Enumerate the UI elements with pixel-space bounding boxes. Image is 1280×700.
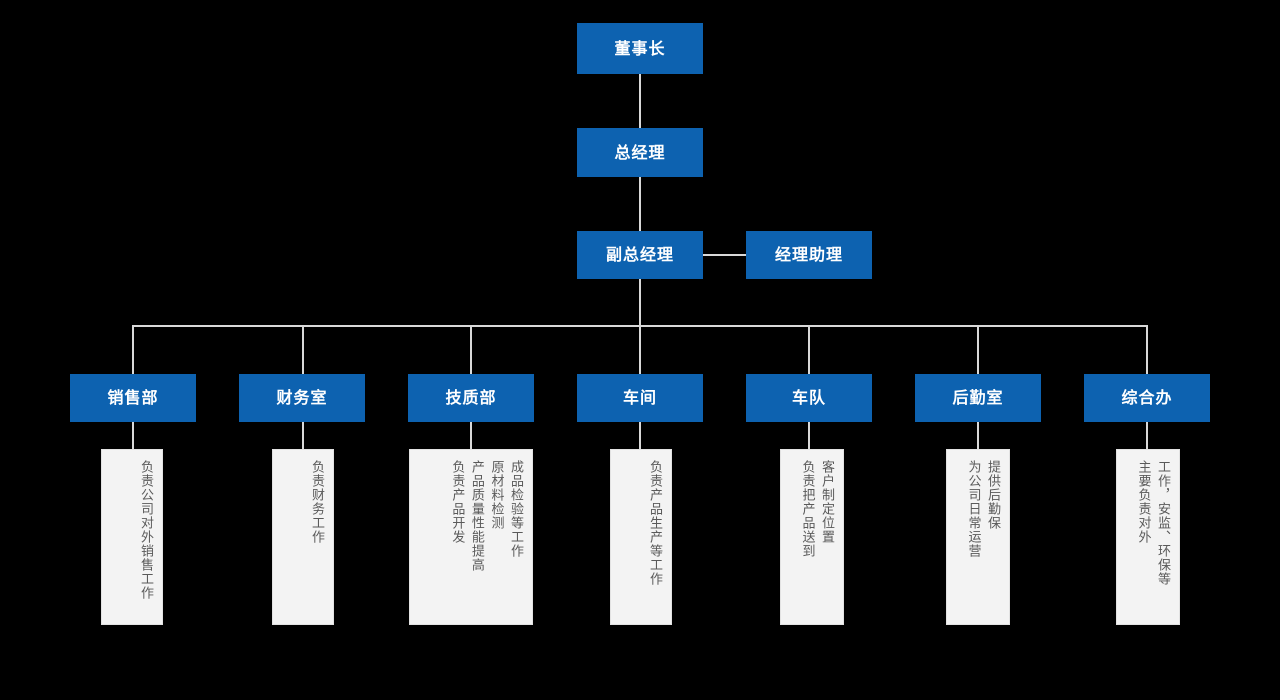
node-sales[interactable]: 销售部 — [70, 374, 196, 422]
connector-bus-to-logistics — [977, 325, 979, 374]
desc-fleet-col-1: 负责把产品送到 — [799, 460, 815, 558]
node-logistics[interactable]: 后勤室 — [915, 374, 1041, 422]
node-general-manager[interactable]: 总经理 — [577, 128, 703, 177]
node-manager-assistant-label: 经理助理 — [774, 245, 843, 264]
node-workshop[interactable]: 车间 — [577, 374, 703, 422]
connector-bus-to-tech-quality — [470, 325, 472, 374]
connector-bus-to-finance — [302, 325, 304, 374]
desc-sales-col-0: 负责公司对外销售工作 — [138, 460, 153, 600]
node-deputy-general-manager[interactable]: 副总经理 — [577, 231, 703, 279]
node-chairman-label: 董事长 — [614, 38, 666, 58]
desc-finance-col-0: 负责财务工作 — [309, 460, 324, 544]
node-manager-assistant[interactable]: 经理助理 — [746, 231, 872, 279]
desc-workshop-col-0: 负责产品生产等工作 — [647, 460, 662, 586]
desc-tech-quality-col-3: 负责产品开发 — [449, 460, 465, 544]
connector-bus-to-sales — [132, 325, 134, 374]
connector-tech-quality-to-desc — [470, 422, 472, 450]
connector-bus-to-workshop — [639, 325, 641, 374]
desc-tech-quality-col-0: 成品检验等工作 — [508, 460, 523, 558]
desc-fleet: 客户制定位置 负责把产品送到 — [780, 449, 844, 625]
connector-chairman-to-gm — [639, 74, 641, 128]
desc-tech-quality-col-2: 产品质量性能提高 — [468, 460, 484, 572]
connector-logistics-to-desc — [977, 422, 979, 450]
connector-bus-to-fleet — [808, 325, 810, 374]
node-fleet-label: 车队 — [791, 388, 826, 407]
connector-gm-to-deputy — [639, 177, 641, 231]
connector-workshop-to-desc — [639, 422, 641, 450]
connector-deputy-to-bus — [639, 279, 641, 327]
desc-tech-quality: 成品检验等工作 原材料检测 产品质量性能提高 负责产品开发 — [409, 449, 533, 625]
node-tech-quality[interactable]: 技质部 — [408, 374, 534, 422]
desc-logistics: 提供后勤保 为公司日常运营 — [946, 449, 1010, 625]
node-chairman[interactable]: 董事长 — [577, 23, 703, 74]
desc-sales: 负责公司对外销售工作 — [101, 449, 163, 625]
node-general-affairs-label: 综合办 — [1121, 388, 1173, 407]
connector-deputy-to-assistant — [703, 254, 747, 256]
desc-workshop: 负责产品生产等工作 — [610, 449, 672, 625]
connector-fleet-to-desc — [808, 422, 810, 450]
desc-general-affairs-col-0: 工作，安监、环保等 — [1155, 460, 1170, 586]
node-tech-quality-label: 技质部 — [445, 388, 497, 407]
node-fleet[interactable]: 车队 — [746, 374, 872, 422]
node-general-manager-label: 总经理 — [614, 142, 666, 162]
desc-tech-quality-col-1: 原材料检测 — [488, 460, 504, 530]
connector-finance-to-desc — [302, 422, 304, 450]
connector-general-affairs-to-desc — [1146, 422, 1148, 450]
desc-general-affairs-col-1: 主要负责对外 — [1135, 460, 1151, 544]
desc-fleet-col-0: 客户制定位置 — [819, 460, 834, 544]
connector-bus-to-general-affairs — [1146, 325, 1148, 374]
desc-finance: 负责财务工作 — [272, 449, 334, 625]
node-deputy-general-manager-label: 副总经理 — [605, 245, 674, 264]
node-general-affairs[interactable]: 综合办 — [1084, 374, 1210, 422]
desc-logistics-col-0: 提供后勤保 — [985, 460, 1000, 530]
desc-general-affairs: 工作，安监、环保等 主要负责对外 — [1116, 449, 1180, 625]
desc-logistics-col-1: 为公司日常运营 — [965, 460, 981, 558]
node-finance-label: 财务室 — [276, 388, 328, 407]
node-logistics-label: 后勤室 — [952, 388, 1004, 407]
connector-sales-to-desc — [132, 422, 134, 450]
node-finance[interactable]: 财务室 — [239, 374, 365, 422]
node-sales-label: 销售部 — [107, 388, 159, 407]
node-workshop-label: 车间 — [622, 388, 657, 407]
